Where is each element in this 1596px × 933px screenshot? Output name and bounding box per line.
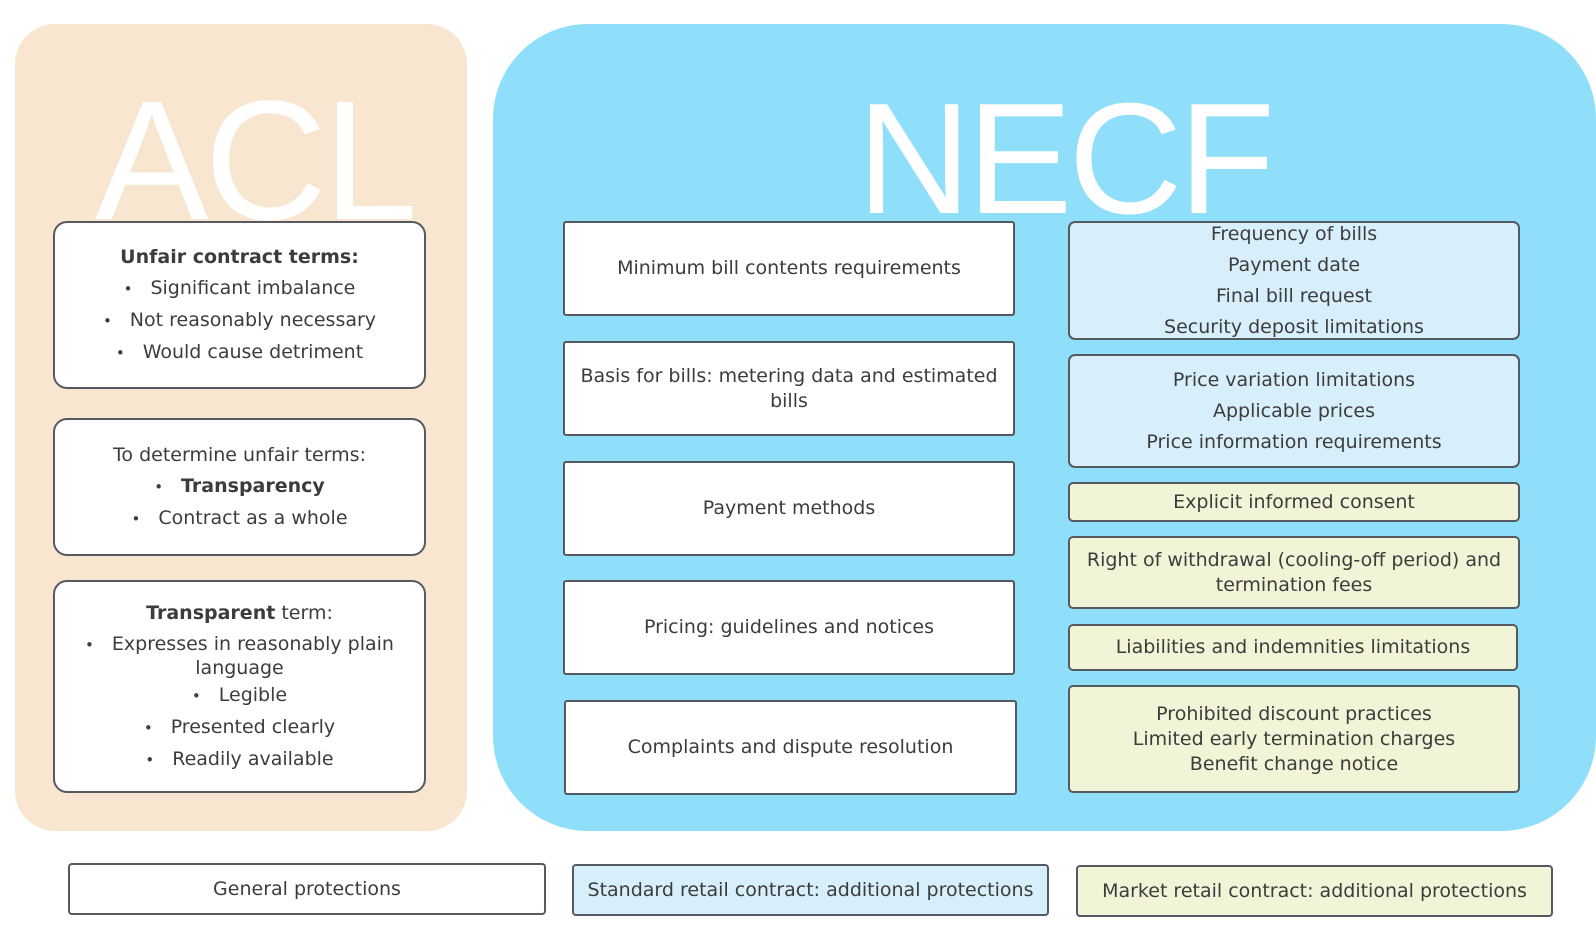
bullet-item: •Not reasonably necessary [102, 308, 377, 331]
determine-unfair-terms-box: To determine unfair terms: •Transparency… [53, 418, 426, 556]
market-protection-text: Explicit informed consent [1173, 490, 1415, 513]
general-protection-box: Payment methods [563, 461, 1015, 556]
general-protection-box: Minimum bill contents requirements [563, 221, 1015, 316]
general-protection-box: Pricing: guidelines and notices [563, 580, 1015, 675]
standard-protection-text: Security deposit limitations [1164, 315, 1424, 338]
legend-general: General protections [68, 863, 546, 915]
standard-protection-text: Final bill request [1216, 284, 1372, 307]
market-protection-text: Liabilities and indemnities limitations [1115, 636, 1471, 658]
legend-standard-label: Standard retail contract: additional pro… [587, 879, 1034, 901]
legend-standard: Standard retail contract: additional pro… [572, 864, 1049, 916]
market-protection-box: Prohibited discount practices Limited ea… [1068, 685, 1520, 793]
bullet-item: •Transparency [154, 474, 325, 497]
transparent-term-box: Transparent term: •Expresses in reasonab… [53, 580, 426, 793]
market-protection-text: Benefit change notice [1189, 752, 1399, 775]
bullet-item: •Would cause detriment [115, 340, 364, 363]
legend-market-label: Market retail contract: additional prote… [1102, 880, 1527, 902]
general-protection-box: Basis for bills: metering data and estim… [563, 341, 1015, 436]
general-protection-text: Complaints and dispute resolution [627, 736, 954, 758]
market-protection-text: Limited early termination charges [1132, 727, 1456, 750]
general-protection-text: Pricing: guidelines and notices [643, 616, 935, 638]
market-protection-box: Right of withdrawal (cooling-off period)… [1068, 536, 1520, 609]
bullet-text: Presented clearly [170, 715, 336, 738]
bullet-text: Legible [218, 683, 288, 706]
bullet-item: •Expresses in reasonably plain [85, 632, 394, 655]
bullet-text: Would cause detriment [142, 340, 364, 363]
market-protection-box: Explicit informed consent [1068, 482, 1520, 522]
transparent-heading-rest: term: [275, 601, 333, 624]
bullet-text: Contract as a whole [158, 506, 348, 529]
bullet-text: Readily available [172, 747, 334, 770]
standard-protection-text: Price variation limitations [1172, 368, 1416, 391]
market-protection-text: Prohibited discount practices [1156, 702, 1432, 725]
transparent-heading: Transparent term: [146, 598, 333, 629]
determine-heading: To determine unfair terms: [113, 443, 366, 466]
bullet-text: Transparency [181, 474, 325, 497]
acl-title: ACL [95, 66, 418, 256]
market-protection-box: Liabilities and indemnities limitations [1068, 624, 1518, 671]
general-protection-text: Payment methods [702, 497, 876, 519]
legend-general-label: General protections [213, 878, 401, 900]
bullet-item: •Readily available [145, 747, 334, 770]
necf-title: NECF [857, 71, 1275, 247]
bullet-text: Expresses in reasonably plain [111, 632, 394, 655]
legend-market: Market retail contract: additional prote… [1076, 865, 1553, 917]
bullet-item: •Legible [191, 683, 288, 706]
standard-protection-text: Price information requirements [1146, 430, 1442, 453]
bullet-item: •Presented clearly [143, 715, 336, 738]
bullet-item: •Contract as a whole [131, 506, 348, 529]
market-protection-text: termination fees [1215, 573, 1373, 596]
general-protection-text: Minimum bill contents requirements [617, 257, 961, 279]
bullet-continuation: language [195, 656, 284, 679]
standard-protection-text: Frequency of bills [1210, 222, 1378, 245]
market-protection-text: Right of withdrawal (cooling-off period)… [1086, 548, 1502, 571]
standard-protection-text: Applicable prices [1212, 399, 1376, 422]
unfair-terms-heading: Unfair contract terms: [120, 245, 359, 268]
standard-protection-text: Payment date [1227, 253, 1361, 276]
general-protection-text: Basis for bills: metering data and estim… [580, 364, 998, 412]
general-protection-box: Complaints and dispute resolution [564, 700, 1017, 795]
standard-protection-box: Frequency of bills Payment date Final bi… [1068, 221, 1520, 340]
bullet-text: Not reasonably necessary [129, 308, 377, 331]
standard-protection-box: Price variation limitations Applicable p… [1068, 354, 1520, 468]
bullet-item: •Significant imbalance [123, 276, 356, 299]
transparent-heading-bold: Transparent [146, 601, 276, 624]
unfair-contract-terms-box: Unfair contract terms: •Significant imba… [53, 221, 426, 389]
bullet-text: Significant imbalance [150, 276, 356, 299]
